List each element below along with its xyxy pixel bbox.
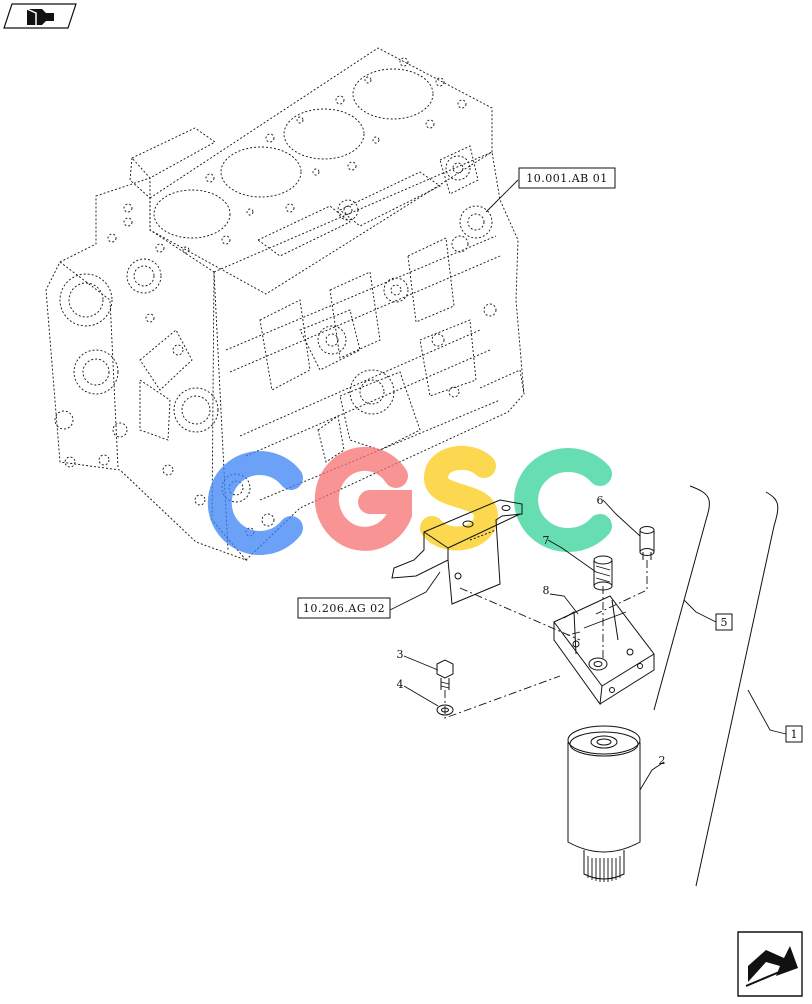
callout-3: 3 bbox=[397, 648, 404, 661]
engine-block-illustration bbox=[45, 47, 525, 561]
callout-box-1: 1 bbox=[785, 725, 803, 743]
group-bracket-1 bbox=[695, 491, 779, 887]
svg-text:1: 1 bbox=[791, 728, 798, 741]
callout-7: 7 bbox=[543, 534, 550, 547]
cgsc-watermark bbox=[207, 446, 612, 555]
next-page-arrow-icon[interactable] bbox=[737, 931, 803, 997]
svg-text:5: 5 bbox=[721, 616, 728, 629]
callout-8: 8 bbox=[543, 584, 550, 597]
callout-box-5: 5 bbox=[715, 613, 733, 631]
mounting-bracket bbox=[391, 499, 523, 605]
assembly-centerlines bbox=[444, 560, 648, 719]
ref-label-bracket[interactable]: 10.206.AG 02 bbox=[297, 597, 391, 619]
watermark-letter-c1 bbox=[207, 451, 303, 555]
fitting-part-7 bbox=[593, 555, 613, 591]
callout-2: 2 bbox=[659, 754, 666, 767]
svg-text:10.001.AB 01: 10.001.AB 01 bbox=[526, 172, 608, 185]
ref-label-engine-block[interactable]: 10.001.AB 01 bbox=[518, 167, 616, 189]
watermark-letter-g bbox=[314, 446, 412, 551]
watermark-letter-c2 bbox=[514, 448, 612, 552]
leader-lines bbox=[389, 179, 787, 791]
bolt-part-3 bbox=[436, 659, 454, 690]
fuel-filter-cartridge bbox=[567, 725, 641, 882]
callout-6: 6 bbox=[597, 494, 604, 507]
callout-4: 4 bbox=[397, 678, 404, 691]
book-arrow-icon[interactable] bbox=[3, 3, 77, 29]
fitting-part-6 bbox=[639, 526, 655, 560]
watermark-letter-s bbox=[420, 446, 499, 551]
filter-head-part bbox=[553, 595, 655, 706]
group-bracket-5 bbox=[653, 485, 710, 711]
svg-text:10.206.AG 02: 10.206.AG 02 bbox=[303, 602, 385, 615]
